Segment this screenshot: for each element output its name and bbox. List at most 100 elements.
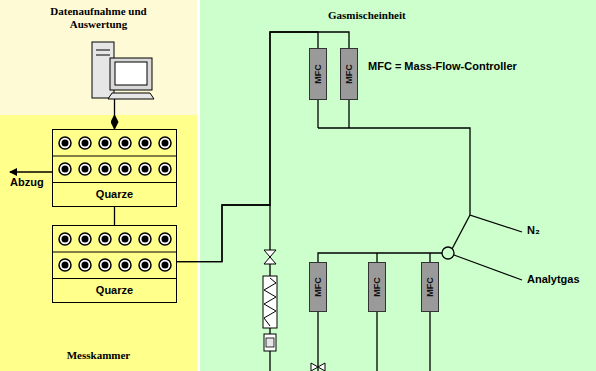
sensor-hole (59, 163, 71, 175)
quartz-dot (102, 166, 109, 173)
region-title: Gasmischeinheit (328, 9, 596, 22)
quartz-dot (122, 236, 129, 243)
quartz-dot (162, 236, 169, 243)
quartz-dot (62, 166, 69, 173)
quartz-dot (122, 166, 129, 173)
pipe (429, 253, 430, 262)
exhaust-label: Abzug (10, 176, 44, 189)
sensor-hole (139, 137, 151, 149)
quartz-dot (82, 140, 89, 147)
legend-note: MFC = Mass-Flow-Controller (368, 60, 517, 73)
data-region: Datenaufnahme und Auswertung (0, 0, 197, 115)
sensor-hole (119, 233, 131, 245)
mfc-label: MFC (313, 64, 323, 84)
sensor-hole (139, 233, 151, 245)
sensor-hole (99, 233, 111, 245)
gas-pipes (270, 100, 522, 371)
quartz-dot (162, 262, 169, 269)
sensor-hole (119, 163, 131, 175)
gas-label: N₂ (527, 224, 540, 237)
chamber-area-ground (0, 115, 197, 371)
sensor-hole (79, 137, 91, 149)
mfc-label: MFC (313, 277, 323, 297)
heater-box (263, 276, 277, 328)
filter-box (264, 334, 276, 351)
chamber-region: MesskammerQuarzeQuarze (0, 115, 197, 371)
gas-pipe (177, 32, 349, 262)
sensor-hole (59, 259, 71, 271)
mfc-box: MFC (309, 262, 327, 312)
gas-region: GasmischeinheitMFC MFC MFC MFC MFC (200, 0, 596, 371)
sensor-hole (159, 163, 171, 175)
connector-line (114, 207, 115, 225)
data-area-ground (0, 0, 197, 115)
valve-symbol (311, 363, 325, 371)
row-divider (53, 252, 176, 253)
pipe (429, 312, 430, 371)
sensor-hole (119, 137, 131, 149)
quartz-dot (142, 166, 149, 173)
computer-icon (92, 42, 154, 99)
pipe (348, 100, 349, 128)
sensor-hole (79, 259, 91, 271)
quartz-dot (142, 262, 149, 269)
monitor (110, 58, 152, 90)
sensor-hole (99, 259, 111, 271)
quartz-dot (162, 140, 169, 147)
pipe (318, 128, 522, 232)
gas-area-ground (200, 0, 596, 371)
mfc-box: MFC (309, 48, 327, 100)
region-title: Messkammer (67, 349, 131, 362)
sensor-hole (79, 163, 91, 175)
sensor-hole (79, 233, 91, 245)
gas-pipe (177, 32, 318, 262)
quartz-dot (82, 262, 89, 269)
sensor-hole (59, 137, 71, 149)
mfc-label: MFC (344, 64, 354, 84)
drive-slot (96, 55, 110, 56)
quartz-dot (162, 166, 169, 173)
drive-slot (96, 50, 110, 51)
quartz-dot (62, 262, 69, 269)
pipe (454, 255, 522, 280)
quartz-block: Quarze (52, 225, 177, 303)
pipe (376, 253, 377, 262)
quartz-dot (122, 262, 129, 269)
quartz-label: Quarze (53, 278, 176, 302)
quartz-dot (62, 140, 69, 147)
pipe (317, 312, 318, 371)
mfc-box: MFC (421, 262, 439, 312)
connector-line (114, 115, 115, 129)
gas-label: Analytgas (527, 273, 580, 286)
quartz-dot (122, 140, 129, 147)
sensor-hole (139, 259, 151, 271)
valve-symbol (264, 250, 276, 264)
quartz-label: Quarze (53, 182, 176, 206)
quartz-dot (142, 140, 149, 147)
data-cable (114, 99, 115, 115)
mfc-label: MFC (372, 277, 382, 297)
sensor-holes (53, 226, 176, 278)
row-divider (53, 156, 176, 157)
pipe (452, 215, 470, 249)
sensor-hole (119, 259, 131, 271)
quartz-dot (62, 236, 69, 243)
pipe (318, 253, 442, 262)
mfc-box: MFC (368, 262, 386, 312)
quartz-dot (102, 236, 109, 243)
sensor-hole (99, 137, 111, 149)
exhaust-arrow (10, 171, 52, 172)
keyboard (108, 93, 154, 99)
mfc-box: MFC (340, 48, 358, 100)
sensor-hole (159, 259, 171, 271)
quartz-dot (82, 166, 89, 173)
quartz-dot (142, 236, 149, 243)
quartz-block: Quarze (52, 129, 177, 207)
mfc-label: MFC (425, 277, 435, 297)
monitor-screen (115, 62, 147, 85)
quartz-dot (102, 140, 109, 147)
pipe (317, 100, 318, 128)
